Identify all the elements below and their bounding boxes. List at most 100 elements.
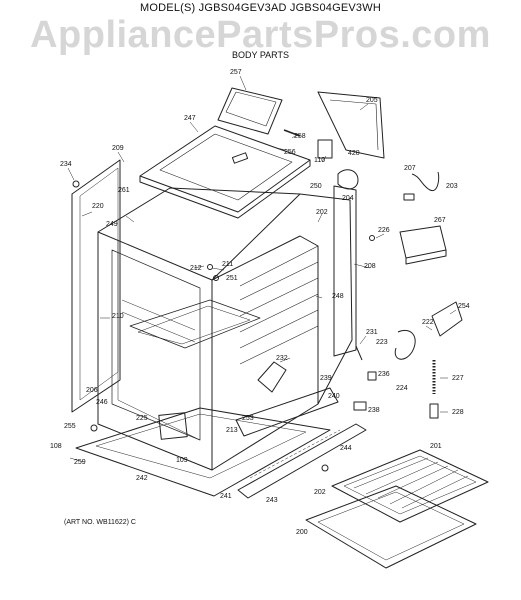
part-234	[72, 180, 80, 188]
part-label-257: 257	[230, 69, 242, 76]
front-rail	[237, 423, 367, 499]
part-label-205: 205	[366, 97, 378, 104]
part-label-256: 256	[284, 149, 296, 156]
oven-front-opening	[111, 249, 201, 441]
vent-flap	[217, 87, 283, 135]
art-number: (ART NO. WB11622) C	[64, 519, 136, 526]
back-trim-inner	[329, 99, 379, 151]
top-cover-edge	[139, 160, 311, 219]
base-pan	[75, 407, 331, 497]
part-labels: 2572052472582092561104202342072032502042…	[50, 69, 470, 536]
part-label-110: 110	[314, 157, 325, 164]
part-label-200: 200	[296, 529, 308, 536]
part-label-223: 223	[376, 339, 388, 346]
power-cord	[411, 171, 440, 192]
part-label-239: 239	[320, 375, 332, 382]
part-label-242: 242	[136, 475, 148, 482]
model-title: MODEL(S) JGBS04GEV3AD JGBS04GEV3WH	[140, 2, 381, 14]
front-rail-holes	[249, 429, 341, 479]
part-label-246: 246	[96, 399, 108, 406]
part-label-234: 234	[60, 161, 72, 168]
broiler-pan-slots	[353, 457, 469, 509]
left-side-panel	[71, 159, 121, 413]
right-side-panel	[211, 235, 319, 471]
watermark: AppliancePartsPros.com	[30, 14, 491, 56]
broiler-inner	[137, 305, 251, 345]
part-251	[213, 275, 219, 281]
part-211	[207, 264, 213, 270]
right-vent-1	[239, 245, 319, 287]
part-label-202: 202	[316, 209, 328, 216]
part-232	[257, 361, 287, 393]
part-228	[429, 403, 439, 419]
part-label-232: 232	[276, 355, 288, 362]
part-label-240: 240	[328, 393, 340, 400]
part-label-251: 251	[226, 275, 238, 282]
part-label-261: 261	[118, 187, 130, 194]
back-trim	[317, 91, 385, 159]
part-label-231: 231	[366, 329, 378, 336]
part-label-420: 420	[348, 150, 360, 157]
part-202-foot	[321, 464, 329, 472]
broiler-pan-grid	[343, 455, 477, 515]
part-236	[367, 371, 377, 381]
part-label-209: 209	[112, 145, 124, 152]
part-255	[90, 424, 98, 432]
part-label-206: 206	[86, 387, 98, 394]
base-pan-inner	[95, 413, 307, 479]
part-label-227: 227	[452, 375, 464, 382]
part-label-225: 225	[136, 415, 148, 422]
right-vent-5	[239, 309, 319, 349]
part-label-238: 238	[368, 407, 380, 414]
part-label-267: 267	[434, 217, 446, 224]
top-cover	[139, 125, 311, 213]
oven-rack-inner	[317, 491, 465, 561]
part-label-201: 201	[430, 443, 442, 450]
oven-rack-line-2	[121, 311, 196, 343]
diagram-header: MODEL(S) JGBS04GEV3AD JGBS04GEV3WH	[0, 0, 521, 14]
hinge-bracket-254	[431, 301, 463, 337]
kick-panel	[235, 387, 339, 437]
section-title: BODY PARTS	[231, 50, 290, 60]
part-110	[317, 139, 333, 159]
right-vent-4	[239, 293, 319, 333]
part-label-247: 247	[184, 115, 196, 122]
part-label-212: 212	[190, 265, 202, 272]
part-label-220: 220	[92, 203, 104, 210]
right-vent-2	[239, 261, 319, 301]
part-label-203: 203	[446, 183, 458, 190]
part-label-243: 243	[266, 497, 278, 504]
cover-slot	[231, 152, 249, 164]
part-225	[158, 412, 188, 440]
part-258	[283, 129, 301, 137]
part-label-204: 204	[342, 195, 354, 202]
part-label-259: 259	[74, 459, 86, 466]
part-label-202b: 202	[314, 489, 326, 496]
broiler-drawer-area	[129, 299, 261, 349]
part-420	[337, 169, 359, 190]
vent-flap-inner	[225, 91, 277, 127]
part-238	[353, 401, 367, 411]
broiler-pan	[331, 449, 489, 523]
part-label-249: 249	[106, 221, 118, 228]
oven-top-edge	[97, 187, 301, 281]
part-label-226: 226	[378, 227, 390, 234]
part-label-248: 248	[332, 293, 344, 300]
oven-cavity-left	[117, 240, 201, 441]
right-vent-3	[239, 277, 319, 317]
part-267-block-edge	[405, 250, 447, 265]
rear-panel-edge	[299, 193, 353, 405]
part-label-228: 228	[452, 409, 464, 416]
oven-rack-line-1	[121, 299, 196, 331]
oven-rack	[305, 485, 477, 569]
part-label-236: 236	[378, 371, 390, 378]
plug	[403, 193, 415, 201]
part-label-254: 254	[458, 303, 470, 310]
part-label-211: 211	[222, 261, 233, 268]
part-label-207: 207	[404, 165, 416, 172]
part-label-213: 213	[226, 427, 238, 434]
part-label-241: 241	[220, 493, 232, 500]
part-label-255: 255	[64, 423, 76, 430]
part-label-250: 250	[310, 183, 322, 190]
